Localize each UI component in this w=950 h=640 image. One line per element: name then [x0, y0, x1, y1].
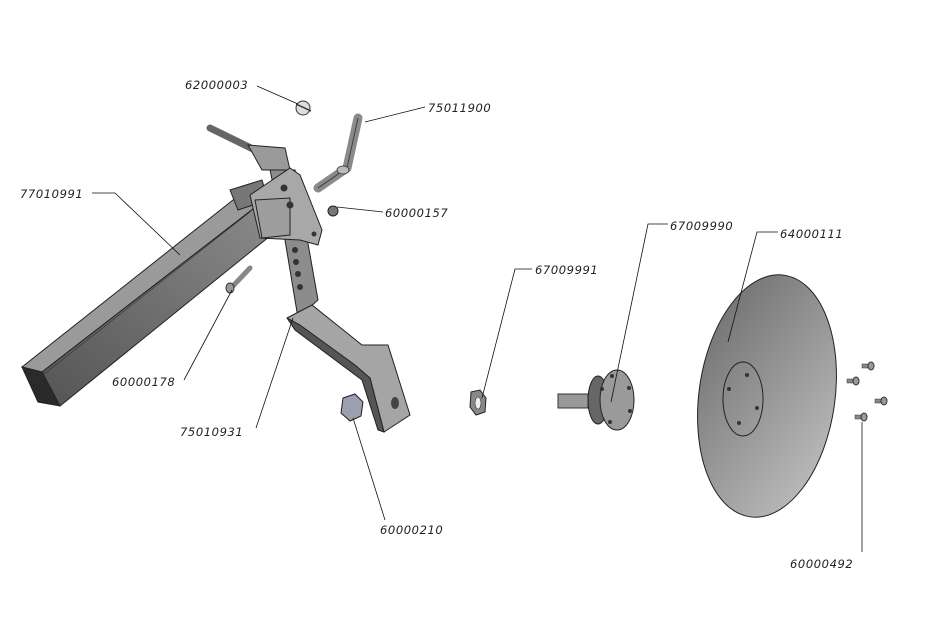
hub-nut-part: [469, 389, 487, 416]
small-nut-part: [327, 205, 339, 217]
elbow-pipe-part: [313, 113, 363, 193]
part-label-60000178: 60000178: [112, 375, 175, 389]
arm-bracket-part: [286, 304, 411, 433]
part-label-62000003: 62000003: [185, 78, 248, 92]
disc-part: [697, 274, 837, 518]
part-label-77010991: 77010991: [20, 187, 83, 201]
square-beam-part: [20, 179, 271, 407]
part-label-67009990: 67009990: [670, 219, 733, 233]
part-label-67009991: 67009991: [535, 263, 598, 277]
part-label-60000210: 60000210: [380, 523, 443, 537]
hex-nut-part: [340, 393, 364, 422]
upright-bracket-part: [206, 124, 323, 319]
leader-lines: [92, 85, 863, 552]
part-label-60000157: 60000157: [385, 206, 448, 220]
part-label-64000111: 64000111: [780, 227, 843, 241]
part-label-75010931: 75010931: [180, 425, 243, 439]
part-label-60000492: 60000492: [790, 557, 853, 571]
hub-bearing-part: [557, 369, 635, 431]
bolt-part: [225, 265, 253, 294]
pin-part: [295, 100, 312, 116]
part-label-75011900: 75011900: [428, 101, 491, 115]
disc-bolts-part: [846, 361, 888, 422]
